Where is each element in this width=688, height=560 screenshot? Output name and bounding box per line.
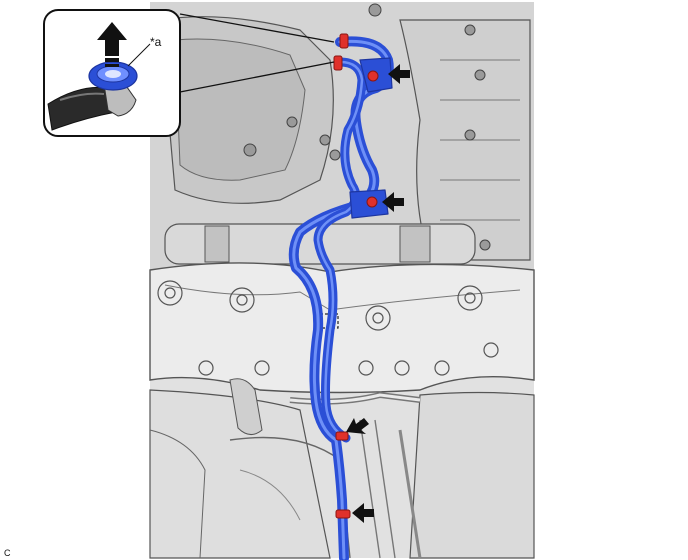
up-arrow-icon — [97, 22, 127, 67]
fuel-hose — [288, 33, 394, 560]
callout-label: *a — [150, 35, 162, 49]
pointing-arrow-icon — [352, 503, 374, 523]
pointing-arrow-icon — [388, 64, 410, 84]
pointing-arrow-icon — [382, 192, 404, 212]
engine-underside-illustration — [149, 2, 535, 559]
pointing-arrow-icon — [346, 418, 369, 434]
callout-leader-lines — [179, 13, 335, 93]
connector-detail-callout: *a — [43, 9, 181, 137]
figure-code: C — [4, 548, 11, 558]
